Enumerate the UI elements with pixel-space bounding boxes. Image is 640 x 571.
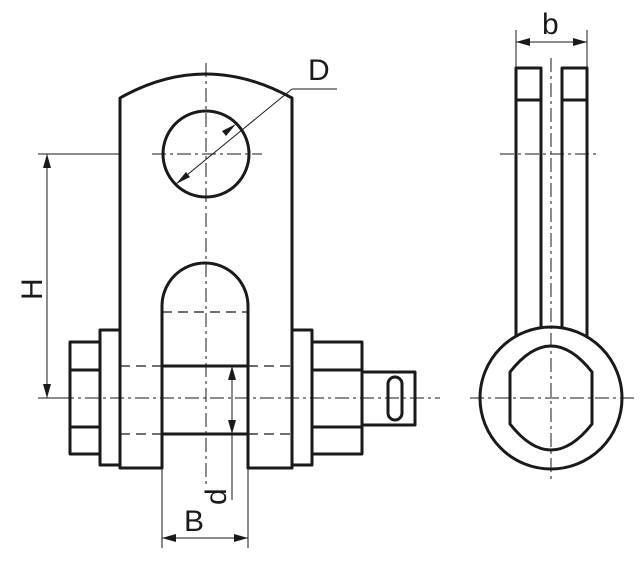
dimension-d: d — [200, 366, 236, 505]
dimension-H: H — [16, 153, 120, 399]
dimension-b: b — [515, 8, 588, 68]
dimension-label-b: b — [542, 8, 559, 41]
side-plates — [514, 66, 589, 340]
dimension-D: D — [175, 54, 337, 185]
dimension-B: B — [161, 468, 249, 548]
front-view — [60, 63, 440, 488]
right-hex-nut — [290, 328, 364, 467]
dimension-label-B: B — [184, 505, 204, 538]
dimension-label-D: D — [308, 54, 330, 87]
side-view — [470, 58, 634, 480]
clevis-body — [118, 72, 294, 470]
dimension-label-H: H — [16, 278, 49, 300]
center-lines-side — [470, 58, 634, 480]
pin — [160, 364, 250, 436]
dimension-label-d: d — [200, 488, 233, 505]
hidden-lines-front — [120, 311, 292, 435]
center-lines-front — [60, 63, 440, 488]
